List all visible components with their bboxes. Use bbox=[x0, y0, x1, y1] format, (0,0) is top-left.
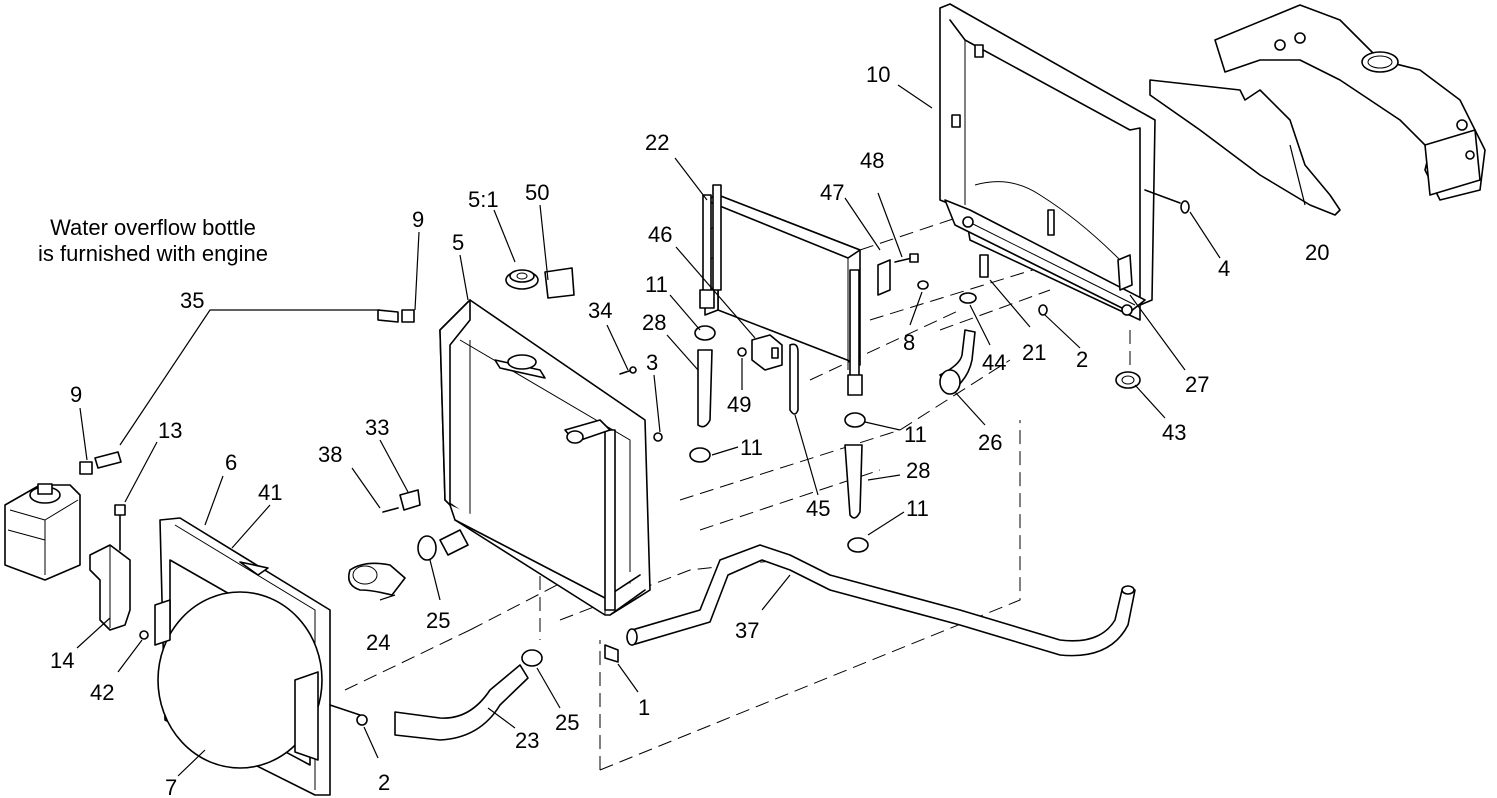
small-fasteners bbox=[737, 254, 1141, 389]
clamp-25-lower bbox=[521, 649, 543, 667]
callout-47: 47 bbox=[820, 180, 844, 205]
callout-5: 5 bbox=[452, 230, 464, 255]
bracket-46 bbox=[751, 334, 783, 371]
screw-4 bbox=[1144, 189, 1190, 214]
callout-43: 43 bbox=[1162, 420, 1186, 445]
callout-42: 42 bbox=[90, 680, 114, 705]
callout-23: 23 bbox=[515, 728, 539, 753]
overflow-hose-35 bbox=[79, 309, 415, 475]
callout-2-upper: 2 bbox=[1076, 347, 1088, 372]
callout-3: 3 bbox=[646, 350, 658, 375]
callout-49: 49 bbox=[727, 392, 751, 417]
callout-41: 41 bbox=[258, 480, 282, 505]
callout-44: 44 bbox=[982, 350, 1006, 375]
radiator-cap bbox=[505, 269, 539, 290]
hose-26 bbox=[939, 329, 976, 395]
mount-bracket-top-right bbox=[1214, 4, 1486, 201]
callout-14: 14 bbox=[50, 648, 74, 673]
bolt-2-bottom bbox=[329, 704, 368, 726]
note-line-2: is furnished with engine bbox=[38, 241, 268, 266]
upper-hose-24 bbox=[347, 562, 406, 596]
callout-20: 20 bbox=[1305, 240, 1329, 265]
sensor-33 bbox=[382, 489, 421, 513]
callout-38: 38 bbox=[318, 442, 342, 467]
callout-13: 13 bbox=[158, 418, 182, 443]
callout-9-upper: 9 bbox=[412, 207, 424, 232]
callout-28-lower: 28 bbox=[906, 458, 930, 483]
hose-28-upper bbox=[697, 349, 713, 428]
callout-8: 8 bbox=[903, 330, 915, 355]
callout-28-upper: 28 bbox=[642, 310, 666, 335]
callout-22: 22 bbox=[645, 130, 669, 155]
callout-9-lower: 9 bbox=[70, 382, 82, 407]
fan-shroud bbox=[154, 517, 331, 796]
callout-25-upper: 25 bbox=[426, 608, 450, 633]
callout-labels: 10 20 4 22 48 47 46 50 5:1 5 9 11 28 34 … bbox=[50, 62, 1329, 798]
callout-37: 37 bbox=[735, 618, 759, 643]
callout-26: 26 bbox=[978, 430, 1002, 455]
callout-33: 33 bbox=[365, 415, 389, 440]
callout-27: 27 bbox=[1185, 372, 1209, 397]
bracket-47-48 bbox=[877, 253, 919, 296]
callout-4: 4 bbox=[1218, 256, 1230, 281]
callout-34: 34 bbox=[588, 298, 612, 323]
callout-2-lower: 2 bbox=[378, 770, 390, 795]
callout-35: 35 bbox=[180, 288, 204, 313]
callout-45: 45 bbox=[806, 496, 830, 521]
radiator bbox=[439, 299, 663, 663]
callout-1: 1 bbox=[638, 695, 650, 720]
callout-leaders bbox=[76, 84, 1306, 777]
callout-25-lower: 25 bbox=[555, 710, 579, 735]
callout-11-a: 11 bbox=[645, 272, 668, 297]
deflector-plate bbox=[1149, 79, 1341, 216]
note-line-1: Water overflow bottle bbox=[50, 215, 256, 240]
alignment-dashed-lines bbox=[344, 159, 1131, 771]
bottle-bracket bbox=[89, 504, 131, 631]
callout-24: 24 bbox=[366, 630, 390, 655]
decal-50 bbox=[544, 267, 575, 299]
callout-6: 6 bbox=[225, 450, 237, 475]
callout-50: 50 bbox=[525, 180, 549, 205]
clamp-25-upper bbox=[417, 529, 469, 561]
callout-7: 7 bbox=[165, 775, 177, 798]
overflow-bottle-note: Water overflow bottle is furnished with … bbox=[38, 215, 268, 266]
callout-46: 46 bbox=[648, 222, 672, 247]
clamps-11 bbox=[689, 325, 869, 553]
screw-34 bbox=[619, 366, 637, 375]
oil-cooler bbox=[699, 184, 863, 396]
hose-clip-45 bbox=[789, 343, 799, 415]
callout-5-1: 5:1 bbox=[468, 187, 499, 212]
nut-42 bbox=[139, 630, 149, 640]
callout-10: 10 bbox=[866, 62, 890, 87]
callout-11-c: 11 bbox=[904, 422, 927, 447]
callout-21: 21 bbox=[1022, 340, 1046, 365]
callout-11-b: 11 bbox=[740, 435, 763, 460]
overflow-bottle bbox=[4, 483, 81, 581]
callout-11-d: 11 bbox=[906, 496, 929, 521]
frame-assembly bbox=[939, 3, 1156, 321]
tube-37 bbox=[626, 544, 1136, 657]
callout-48: 48 bbox=[860, 148, 884, 173]
hose-28-lower bbox=[844, 444, 863, 519]
lower-hose-23 bbox=[394, 664, 529, 741]
